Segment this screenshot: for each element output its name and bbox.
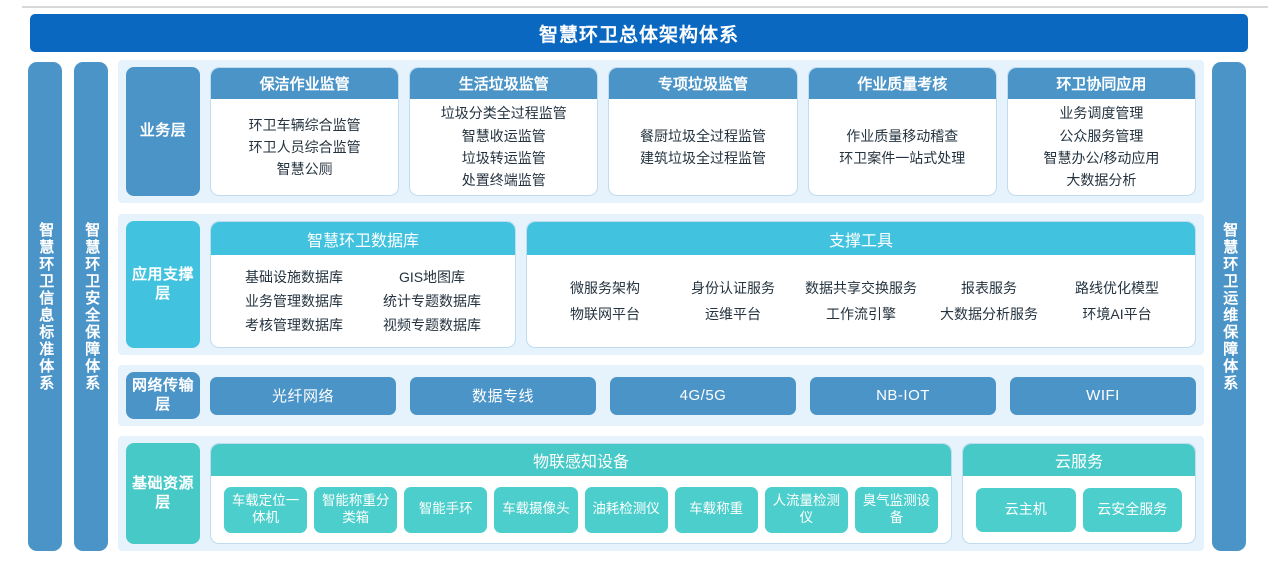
card-header: 生活垃圾监管 bbox=[410, 68, 598, 99]
layer-label-infrastructure: 基础资源层 bbox=[126, 443, 200, 544]
layer-label-business: 业务层 bbox=[126, 67, 200, 196]
card-cloud-services[interactable]: 云服务 云主机 云安全服务 bbox=[962, 443, 1196, 544]
iot-chip-odor-monitor[interactable]: 臭气监测设备 bbox=[854, 486, 938, 533]
database-item-grid: 基础设施数据库 GIS地图库 业务管理数据库 统计专题数据库 考核管理数据库 视… bbox=[217, 263, 509, 340]
card-header: 作业质量考核 bbox=[808, 68, 996, 99]
card-item: 大数据分析服务 bbox=[940, 306, 1038, 322]
card-item: 数据共享交换服务 bbox=[805, 279, 917, 296]
iot-chip-row: 车载定位一体机 智能称重分类箱 智能手环 车载摄像头 油耗检测仪 车载称重 人流… bbox=[217, 482, 945, 538]
card-item: 业务调度管理 bbox=[1059, 105, 1144, 122]
card-item: GIS地图库 bbox=[398, 268, 466, 285]
card-item: 运维平台 bbox=[705, 306, 761, 322]
iot-chip-smart-wristband[interactable]: 智能手环 bbox=[404, 486, 488, 533]
network-pills: 光纤网络 数据专线 4G/5G NB-IOT WIFI bbox=[210, 372, 1196, 419]
card-body: 微服务架构 身份认证服务 数据共享交换服务 报表服务 路线优化模型 物联网平台 … bbox=[527, 255, 1195, 347]
card-item: 作业质量移动稽查 bbox=[846, 127, 959, 144]
top-divider bbox=[22, 6, 1268, 8]
page-title: 智慧环卫总体架构体系 bbox=[30, 14, 1248, 52]
network-pill-leased-line[interactable]: 数据专线 bbox=[410, 376, 596, 415]
card-item: 工作流引擎 bbox=[826, 306, 896, 322]
card-header: 保洁作业监管 bbox=[211, 68, 399, 99]
card-item: 智慧办公/移动应用 bbox=[1043, 150, 1160, 166]
card-item: 物联网平台 bbox=[570, 306, 640, 322]
cloud-chip-row: 云主机 云安全服务 bbox=[969, 483, 1189, 537]
card-item: 环卫案件一站式处理 bbox=[839, 150, 966, 166]
iot-chip-fuel-detector[interactable]: 油耗检测仪 bbox=[584, 486, 668, 533]
iot-chip-people-flow-detector[interactable]: 人流量检测仪 bbox=[764, 486, 848, 533]
layer-band-app-support: 应用支撑层 智慧环卫数据库 基础设施数据库 GIS地图库 业务管理数据库 统计专… bbox=[118, 214, 1204, 355]
card-body: 环卫车辆综合监管 环卫人员综合监管 智慧公厕 bbox=[211, 99, 398, 195]
card-item: 智慧收运监管 bbox=[461, 127, 546, 144]
card-body: 餐厨垃圾全过程监管 建筑垃圾全过程监管 bbox=[609, 99, 796, 195]
card-item: 视频专题数据库 bbox=[383, 317, 481, 334]
card-item: 身份认证服务 bbox=[691, 279, 775, 296]
card-domestic-waste-supervision[interactable]: 生活垃圾监管 垃圾分类全过程监管 智慧收运监管 垃圾转运监管 处置终端监管 bbox=[409, 67, 599, 196]
card-item: 智慧公厕 bbox=[276, 161, 333, 178]
side-bar-security-guarantee: 智慧环卫安全保障体系 bbox=[74, 62, 108, 551]
card-header: 云服务 bbox=[963, 444, 1195, 476]
card-body: 垃圾分类全过程监管 智慧收运监管 垃圾转运监管 处置终端监管 bbox=[410, 99, 597, 195]
card-item: 餐厨垃圾全过程监管 bbox=[640, 127, 766, 144]
card-item: 业务管理数据库 bbox=[245, 292, 343, 309]
iot-chip-vehicle-weighing[interactable]: 车载称重 bbox=[674, 486, 758, 533]
layer-band-network: 网络传输层 光纤网络 数据专线 4G/5G NB-IOT WIFI bbox=[118, 365, 1204, 426]
card-item: 报表服务 bbox=[961, 279, 1017, 296]
card-item: 垃圾分类全过程监管 bbox=[440, 105, 567, 122]
network-pill-4g-5g[interactable]: 4G/5G bbox=[610, 376, 796, 415]
tools-item-grid: 微服务架构 身份认证服务 数据共享交换服务 报表服务 路线优化模型 物联网平台 … bbox=[533, 274, 1189, 329]
network-pill-wifi[interactable]: WIFI bbox=[1010, 376, 1196, 415]
card-header: 物联感知设备 bbox=[211, 444, 951, 476]
card-header: 支撑工具 bbox=[527, 222, 1195, 255]
cloud-chip-host[interactable]: 云主机 bbox=[976, 487, 1076, 532]
iot-chip-smart-weighing-bin[interactable]: 智能称重分类箱 bbox=[314, 486, 398, 533]
network-pill-fiber[interactable]: 光纤网络 bbox=[210, 376, 396, 415]
card-body: 基础设施数据库 GIS地图库 业务管理数据库 统计专题数据库 考核管理数据库 视… bbox=[211, 255, 515, 347]
card-header: 智慧环卫数据库 bbox=[211, 222, 515, 255]
card-special-waste-supervision[interactable]: 专项垃圾监管 餐厨垃圾全过程监管 建筑垃圾全过程监管 bbox=[608, 67, 798, 196]
card-body: 作业质量移动稽查 环卫案件一站式处理 bbox=[809, 99, 996, 195]
card-item: 路线优化模型 bbox=[1075, 279, 1159, 296]
card-iot-devices[interactable]: 物联感知设备 车载定位一体机 智能称重分类箱 智能手环 车载摄像头 油耗检测仪 … bbox=[210, 443, 952, 544]
card-database[interactable]: 智慧环卫数据库 基础设施数据库 GIS地图库 业务管理数据库 统计专题数据库 考… bbox=[210, 221, 516, 348]
card-collaborative-application[interactable]: 环卫协同应用 业务调度管理 公众服务管理 智慧办公/移动应用 大数据分析 bbox=[1006, 67, 1197, 196]
side-bar-info-standard: 智慧环卫信息标准体系 bbox=[28, 62, 62, 551]
card-body: 业务调度管理 公众服务管理 智慧办公/移动应用 大数据分析 bbox=[1008, 99, 1195, 195]
layer-label-network: 网络传输层 bbox=[126, 372, 200, 419]
card-item: 考核管理数据库 bbox=[245, 317, 343, 334]
iot-chip-vehicle-positioning[interactable]: 车载定位一体机 bbox=[224, 486, 308, 533]
app-support-cards: 智慧环卫数据库 基础设施数据库 GIS地图库 业务管理数据库 统计专题数据库 考… bbox=[210, 221, 1196, 348]
infrastructure-cards: 物联感知设备 车载定位一体机 智能称重分类箱 智能手环 车载摄像头 油耗检测仪 … bbox=[210, 443, 1196, 544]
card-cleaning-supervision[interactable]: 保洁作业监管 环卫车辆综合监管 环卫人员综合监管 智慧公厕 bbox=[210, 67, 400, 196]
card-body: 车载定位一体机 智能称重分类箱 智能手环 车载摄像头 油耗检测仪 车载称重 人流… bbox=[211, 476, 951, 543]
card-header: 专项垃圾监管 bbox=[609, 68, 797, 99]
card-item: 基础设施数据库 bbox=[245, 268, 343, 285]
card-support-tools[interactable]: 支撑工具 微服务架构 身份认证服务 数据共享交换服务 报表服务 路线优化模型 物… bbox=[526, 221, 1196, 348]
layer-label-app-support: 应用支撑层 bbox=[126, 221, 200, 348]
card-item: 公众服务管理 bbox=[1059, 127, 1144, 144]
iot-chip-vehicle-camera[interactable]: 车载摄像头 bbox=[494, 486, 578, 533]
card-item: 大数据分析 bbox=[1066, 172, 1137, 189]
card-body: 云主机 云安全服务 bbox=[963, 476, 1195, 543]
card-item: 环境AI平台 bbox=[1082, 306, 1152, 322]
cloud-chip-security[interactable]: 云安全服务 bbox=[1082, 487, 1182, 532]
card-item: 环卫车辆综合监管 bbox=[248, 116, 361, 133]
card-item: 建筑垃圾全过程监管 bbox=[640, 150, 766, 166]
side-bar-ops-guarantee: 智慧环卫运维保障体系 bbox=[1212, 62, 1246, 551]
card-item: 微服务架构 bbox=[570, 279, 640, 296]
card-header: 环卫协同应用 bbox=[1007, 68, 1196, 99]
card-item: 环卫人员综合监管 bbox=[248, 138, 361, 155]
business-cards: 保洁作业监管 环卫车辆综合监管 环卫人员综合监管 智慧公厕 生活垃圾监管 垃圾分… bbox=[210, 67, 1197, 196]
network-pill-nb-iot[interactable]: NB-IOT bbox=[810, 376, 996, 415]
card-item: 统计专题数据库 bbox=[383, 292, 481, 309]
card-item: 处置终端监管 bbox=[461, 172, 546, 189]
layer-band-infrastructure: 基础资源层 物联感知设备 车载定位一体机 智能称重分类箱 智能手环 车载摄像头 … bbox=[118, 436, 1204, 551]
card-quality-assessment[interactable]: 作业质量考核 作业质量移动稽查 环卫案件一站式处理 bbox=[807, 67, 997, 196]
layer-band-business: 业务层 保洁作业监管 环卫车辆综合监管 环卫人员综合监管 智慧公厕 生活垃圾监管… bbox=[118, 60, 1204, 203]
card-item: 垃圾转运监管 bbox=[461, 150, 546, 166]
